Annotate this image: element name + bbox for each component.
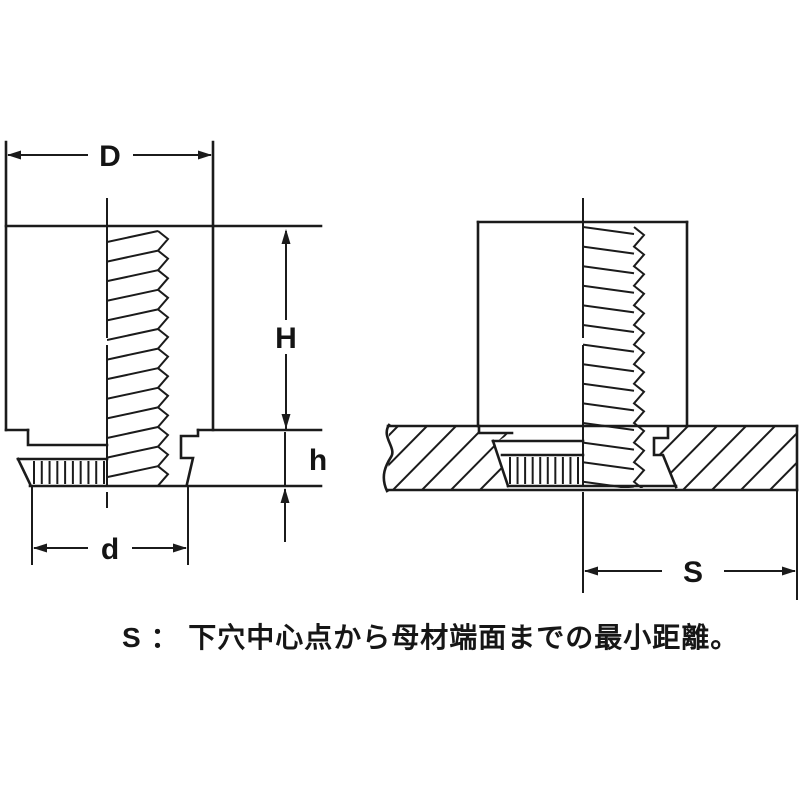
plate-hatching <box>388 426 797 490</box>
dim-label-S: S <box>683 556 703 589</box>
left-view-section <box>4 140 323 508</box>
flange-step-left <box>26 428 109 447</box>
dim-label-D: D <box>99 140 121 173</box>
caption-text: S ： 下穴中心点から母材端面までの最小距離。 <box>122 622 740 653</box>
flange2-step-left <box>477 424 514 435</box>
thread-left-view <box>107 230 170 486</box>
knurl-hatch-left-view <box>33 461 105 484</box>
dimension-D: D <box>7 140 212 173</box>
dimension-h: h <box>280 432 327 542</box>
thread-right-view <box>583 226 646 488</box>
dimension-d: d <box>31 487 189 566</box>
dim-label-d: d <box>101 533 119 566</box>
knurl-hatch-right-view <box>509 457 579 484</box>
plate-break-line <box>382 423 394 493</box>
flange2-groove-right <box>652 425 678 489</box>
dim-label-h: h <box>309 444 327 477</box>
dimension-S: S <box>584 490 798 600</box>
dimension-H: H <box>275 229 297 429</box>
flange2-taper-left <box>491 439 510 488</box>
dim-label-H: H <box>275 322 297 355</box>
flange-groove-right <box>179 428 200 486</box>
flange-taper-left <box>16 457 32 486</box>
right-view-installed <box>382 198 799 593</box>
